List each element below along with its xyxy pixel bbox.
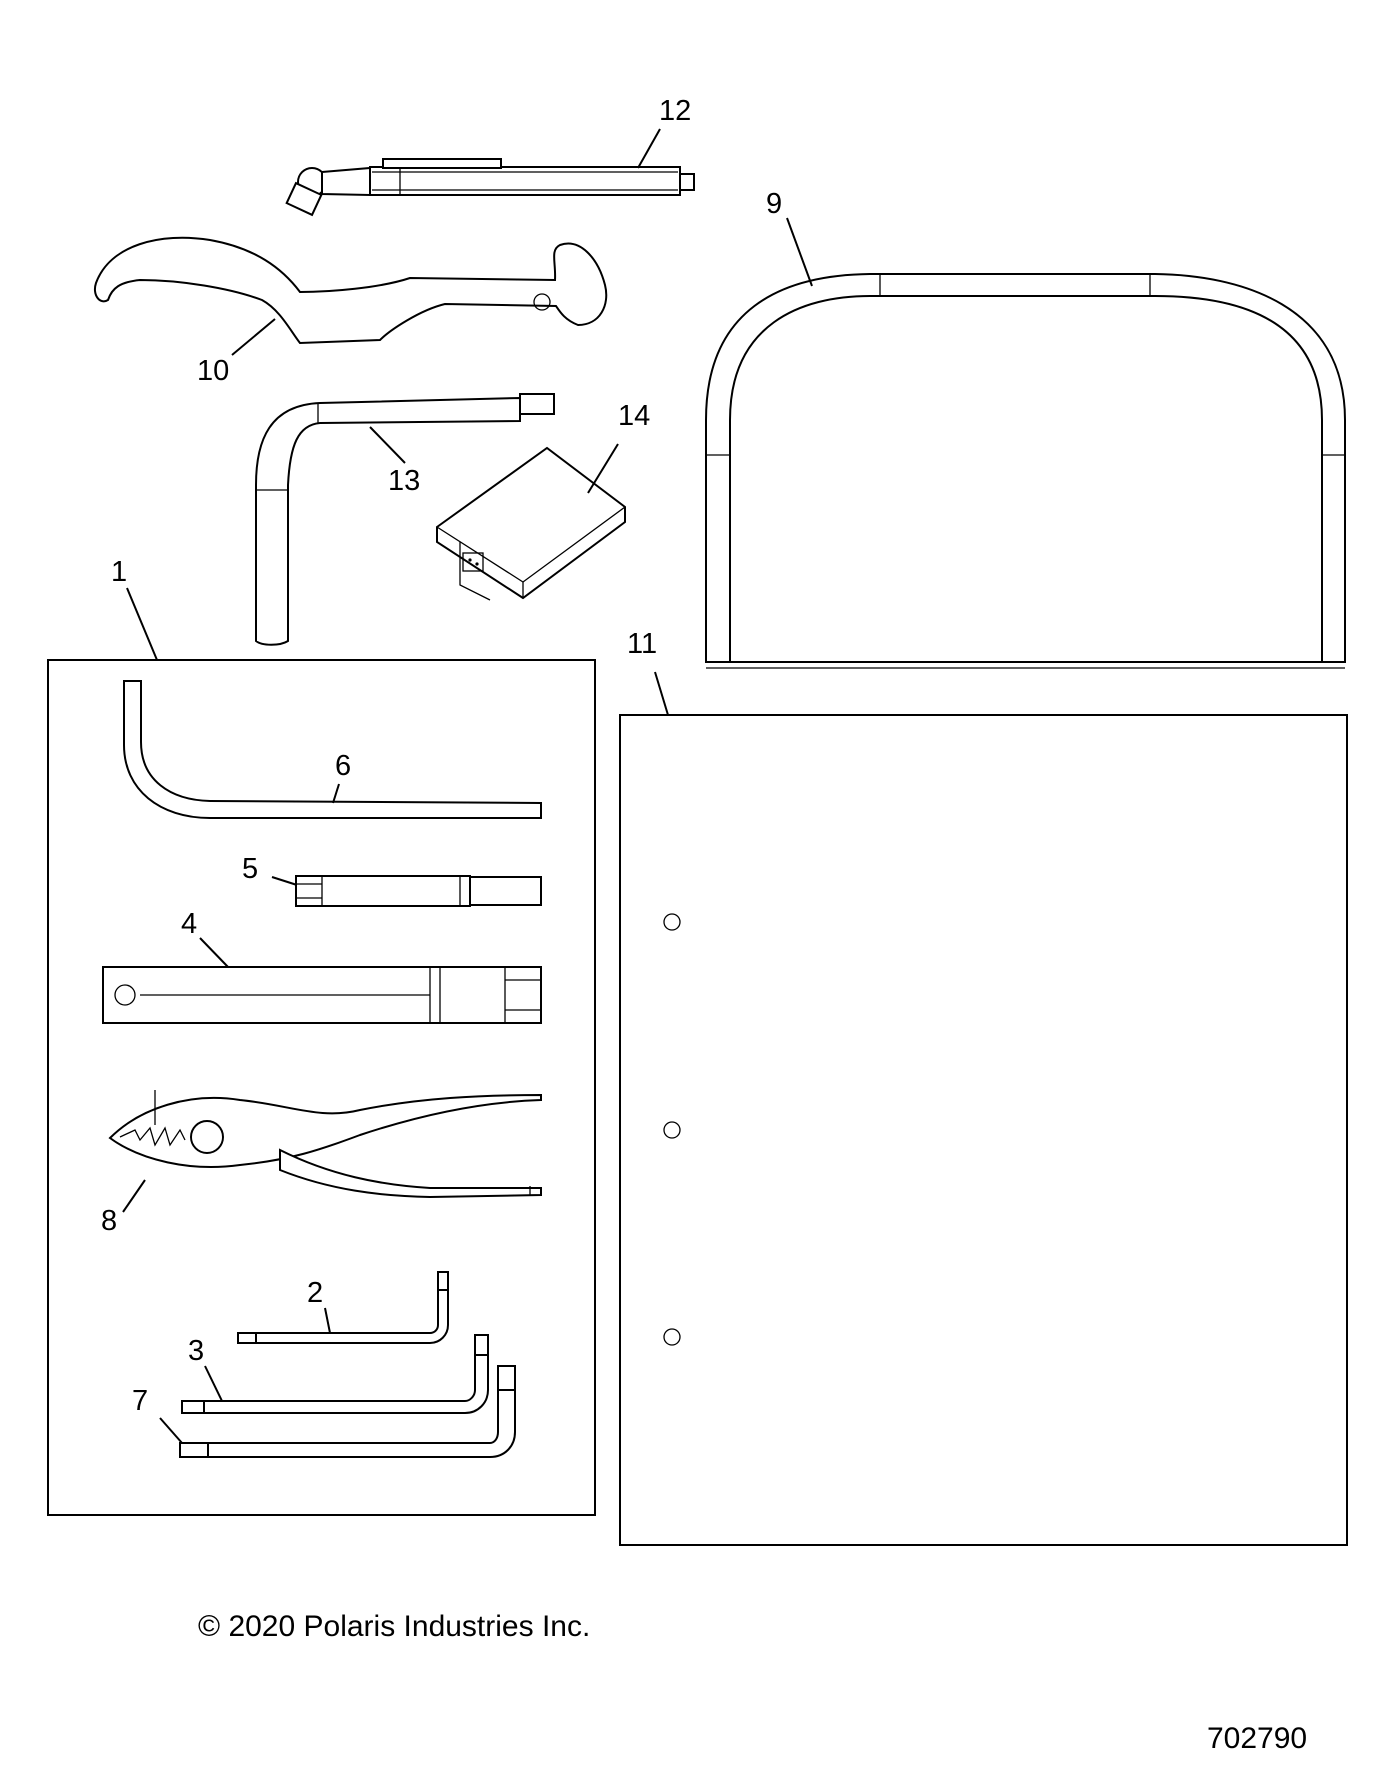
callout-1: 1 xyxy=(111,556,127,588)
part-13-l-handle xyxy=(255,393,555,646)
leader-14 xyxy=(587,443,619,494)
binder-hole xyxy=(663,1328,681,1346)
leader-9 xyxy=(786,217,813,287)
leader-6 xyxy=(332,783,340,804)
leader-1 xyxy=(126,587,158,661)
leader-2 xyxy=(324,1307,331,1334)
leader-3 xyxy=(204,1365,223,1402)
leader-5 xyxy=(271,876,298,886)
callout-7: 7 xyxy=(132,1385,148,1417)
part-8-pliers xyxy=(108,1090,542,1199)
part-2-torx-key xyxy=(237,1271,449,1344)
part-12-tool xyxy=(285,158,695,217)
callout-13: 13 xyxy=(388,465,420,497)
callout-12: 12 xyxy=(659,95,691,127)
part-6-hex-key xyxy=(123,680,542,819)
figure-number: 702790 xyxy=(1207,1722,1308,1755)
callout-8: 8 xyxy=(101,1205,117,1237)
leader-4 xyxy=(199,937,229,968)
part-4-plug-wrench xyxy=(102,966,542,1024)
callout-11: 11 xyxy=(627,628,657,660)
binder-hole xyxy=(663,913,681,931)
copyright-notice: © 2020 Polaris Industries Inc. xyxy=(198,1610,591,1643)
leader-7 xyxy=(159,1417,183,1444)
leader-12 xyxy=(637,128,661,169)
callout-3: 3 xyxy=(188,1335,204,1367)
part-3-torx-key xyxy=(181,1334,489,1414)
callout-6: 6 xyxy=(335,750,351,782)
part-5-socket xyxy=(295,875,542,907)
callout-9: 9 xyxy=(766,188,782,220)
leader-8 xyxy=(122,1179,146,1213)
leader-11 xyxy=(654,671,669,716)
part-10-spanner-wrench xyxy=(94,236,608,345)
part-7-torx-key xyxy=(179,1365,516,1458)
binder-hole xyxy=(663,1121,681,1139)
part-9-arch-frame xyxy=(705,273,1346,669)
callout-14: 14 xyxy=(618,400,650,432)
callout-4: 4 xyxy=(181,908,197,940)
callout-2: 2 xyxy=(307,1277,323,1309)
callout-5: 5 xyxy=(242,853,258,885)
document-box xyxy=(619,714,1348,1546)
part-14-kit-box xyxy=(436,446,626,601)
leader-10 xyxy=(231,318,276,356)
leader-13 xyxy=(369,426,406,464)
callout-10: 10 xyxy=(197,355,229,387)
tool-kit-box xyxy=(47,659,596,1516)
